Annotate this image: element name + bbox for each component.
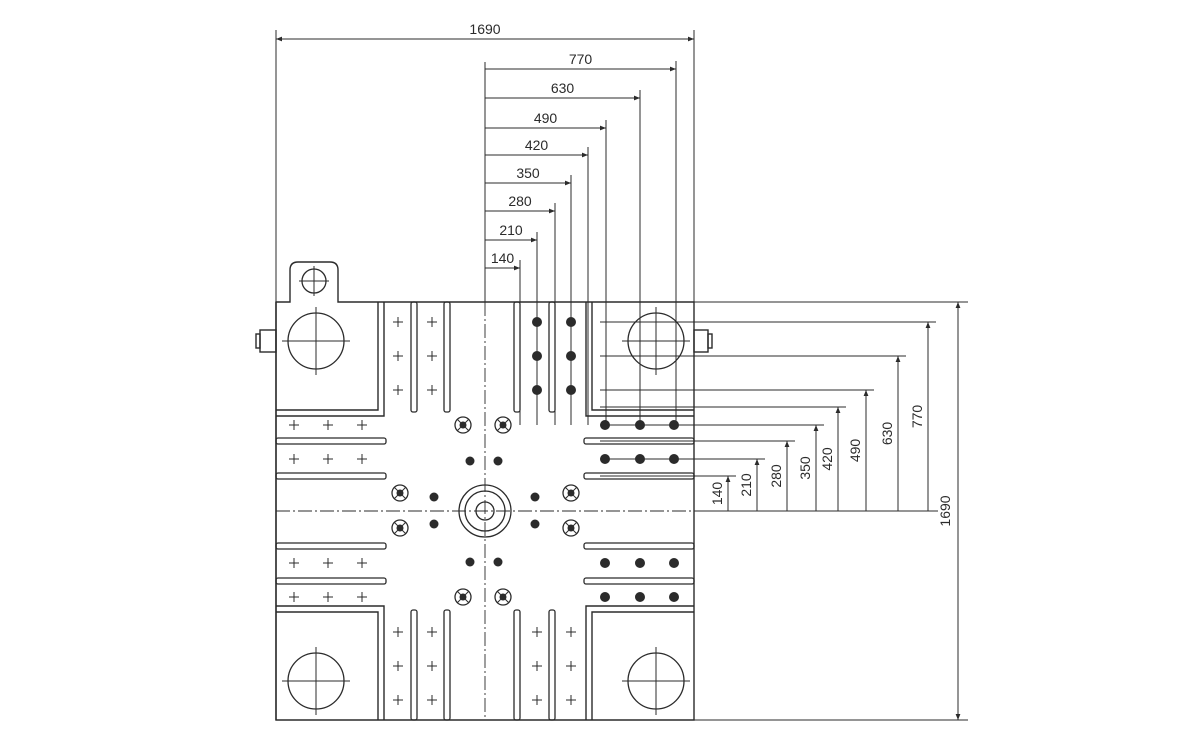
tapped-hole bbox=[465, 456, 475, 466]
t-slot bbox=[410, 609, 418, 721]
dimension-label-630: 630 bbox=[879, 422, 895, 446]
lifting-eye bbox=[299, 266, 329, 296]
diamond-hole bbox=[567, 489, 575, 497]
dimension-label-350: 350 bbox=[797, 456, 813, 480]
tapped-hole bbox=[429, 492, 439, 502]
locating-ring bbox=[458, 484, 512, 538]
corner-pockets bbox=[276, 302, 694, 720]
tie-bar-bore-bottom-right bbox=[622, 647, 690, 715]
tapped-hole bbox=[635, 558, 645, 568]
dimension-label-210: 210 bbox=[738, 473, 754, 497]
dimension-label-210: 210 bbox=[499, 222, 523, 238]
dimension-label-140: 140 bbox=[709, 482, 725, 506]
diamond-hole bbox=[454, 588, 472, 606]
dimension-label-420: 420 bbox=[819, 447, 835, 471]
overall-width-label: 1690 bbox=[469, 21, 500, 37]
tapped-hole bbox=[530, 519, 540, 529]
t-slot bbox=[275, 437, 387, 445]
tie-bar-bore-top-right bbox=[622, 307, 690, 375]
diamond-hole bbox=[567, 524, 575, 532]
right-side-boss bbox=[693, 329, 713, 353]
t-slot bbox=[548, 301, 556, 413]
t-slot bbox=[443, 609, 451, 721]
dimension-label-630: 630 bbox=[551, 80, 575, 96]
t-slot bbox=[275, 542, 387, 550]
diamond-hole bbox=[562, 484, 580, 502]
t-slot bbox=[513, 609, 521, 721]
dimension-label-490: 490 bbox=[534, 110, 558, 126]
tapped-hole bbox=[669, 592, 679, 602]
dimension-label-140: 140 bbox=[491, 250, 515, 266]
diamond-hole bbox=[396, 489, 404, 497]
tie-bar-bore-top-left bbox=[282, 307, 350, 375]
tapped-hole bbox=[530, 492, 540, 502]
diamond-hole bbox=[459, 421, 467, 429]
vertical-dimension-labels: 140 210 280 350 420 490 630 770 bbox=[709, 405, 925, 506]
t-slot bbox=[410, 301, 418, 413]
diamond-hole bbox=[499, 421, 507, 429]
t-slot bbox=[548, 609, 556, 721]
t-slot bbox=[443, 301, 451, 413]
tapped-hole bbox=[493, 557, 503, 567]
diamond-hole bbox=[454, 416, 472, 434]
tapped-hole bbox=[600, 558, 610, 568]
dimension-label-280: 280 bbox=[508, 193, 532, 209]
diamond-hole bbox=[396, 524, 404, 532]
dimension-label-770: 770 bbox=[569, 51, 593, 67]
tapped-hole bbox=[600, 592, 610, 602]
tapped-hole bbox=[465, 557, 475, 567]
t-slot bbox=[583, 542, 695, 550]
center-lines bbox=[276, 302, 694, 720]
tapped-hole bbox=[493, 456, 503, 466]
diamond-hole bbox=[494, 588, 512, 606]
t-slot bbox=[275, 472, 387, 480]
left-side-boss bbox=[255, 329, 277, 353]
tapped-hole bbox=[429, 519, 439, 529]
t-slot bbox=[275, 577, 387, 585]
diamond-hole bbox=[391, 484, 409, 502]
tie-bar-bore-bottom-left bbox=[282, 647, 350, 715]
diamond-hole bbox=[499, 593, 507, 601]
dimension-label-770: 770 bbox=[909, 405, 925, 429]
horizontal-dimension-labels: 770 630 490 420 350 280 210 140 bbox=[491, 51, 593, 266]
overall-height-label: 1690 bbox=[937, 495, 953, 526]
tapped-hole bbox=[635, 592, 645, 602]
t-slot bbox=[583, 577, 695, 585]
diamond-hole bbox=[494, 416, 512, 434]
dimension-label-350: 350 bbox=[516, 165, 540, 181]
dimension-label-490: 490 bbox=[847, 439, 863, 463]
dimension-label-280: 280 bbox=[768, 464, 784, 488]
diamond-hole bbox=[562, 519, 580, 537]
dimension-label-420: 420 bbox=[525, 137, 549, 153]
diamond-hole bbox=[391, 519, 409, 537]
diamond-hole bbox=[459, 593, 467, 601]
dimension-lines bbox=[275, 30, 968, 721]
tapped-hole bbox=[669, 558, 679, 568]
t-slot bbox=[513, 301, 521, 413]
